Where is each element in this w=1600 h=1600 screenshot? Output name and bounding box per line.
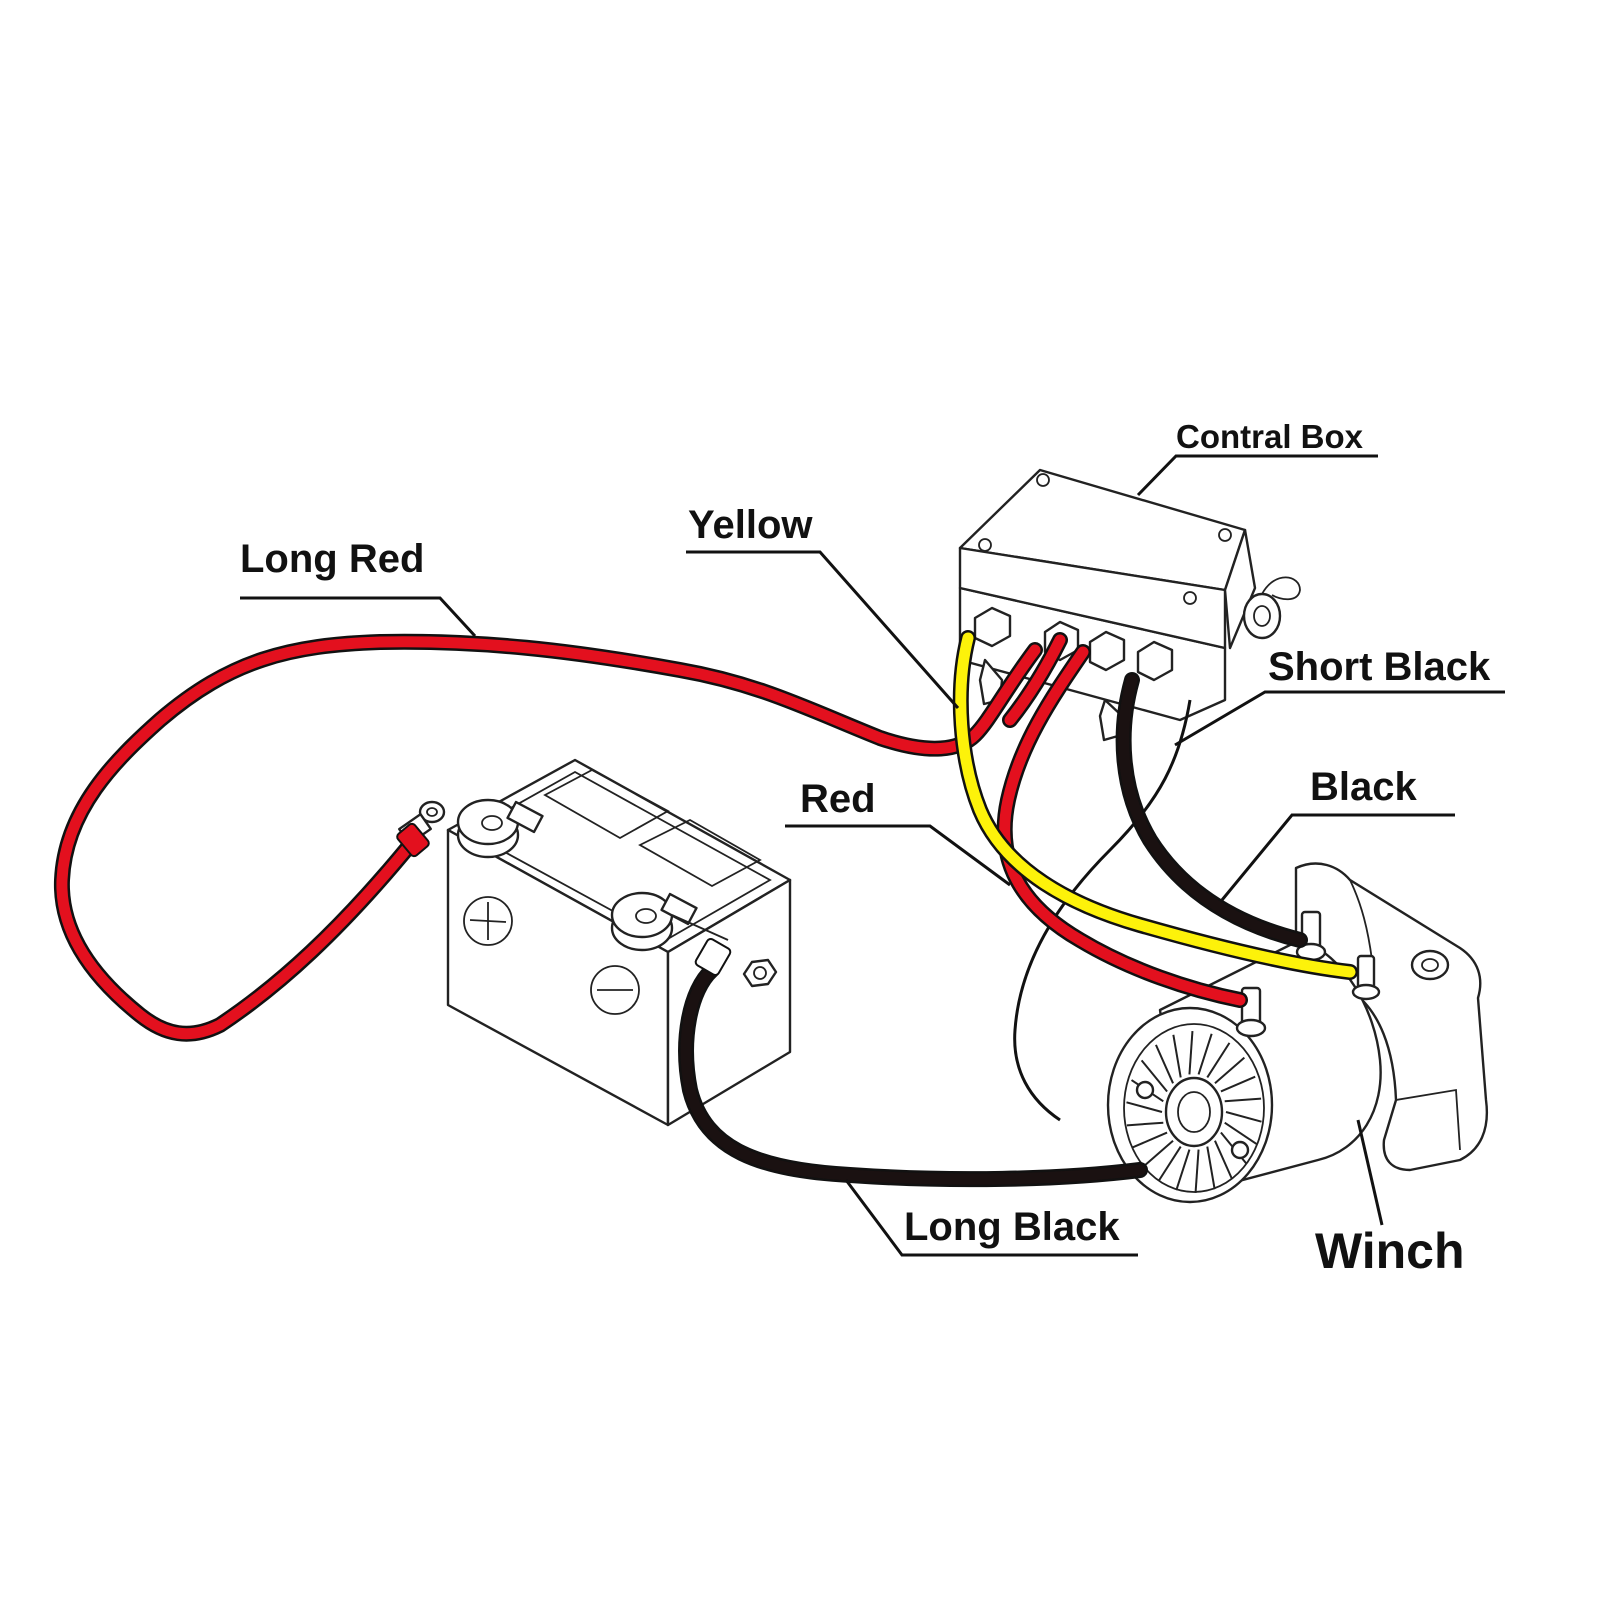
label-control-box: Contral Box	[1176, 418, 1364, 455]
cooling-fin	[1214, 1056, 1246, 1085]
motor-cooling-fins	[1126, 1030, 1262, 1194]
cables	[53, 630, 1358, 1188]
cooling-fin	[1225, 1111, 1262, 1123]
cooling-fin	[1197, 1033, 1213, 1075]
cooling-fin	[1132, 1131, 1168, 1149]
label-short-black: Short Black	[1268, 645, 1491, 689]
battery-minus-icon	[590, 965, 640, 1015]
control-box-side-connector	[1242, 576, 1301, 640]
label-red: Red	[800, 777, 876, 821]
label-long-black: Long Black	[904, 1205, 1120, 1249]
label-winch: Winch	[1315, 1223, 1465, 1279]
cooling-fin	[1224, 1121, 1258, 1145]
cooling-fin	[1220, 1075, 1256, 1093]
cooling-fin	[1157, 1146, 1182, 1182]
cooling-fin	[1126, 1121, 1164, 1127]
long-red-cable-terminal-sleeve	[396, 822, 430, 858]
winch-icon	[1106, 862, 1489, 1204]
cooling-fin	[1155, 1044, 1174, 1084]
battery-icon	[446, 758, 792, 1127]
control-box-icon	[958, 468, 1301, 742]
winch-terminal-posts	[1235, 910, 1381, 1038]
cooling-fin	[1172, 1034, 1182, 1078]
battery-side-bolt	[742, 958, 778, 988]
long-black-cable-lug	[694, 937, 732, 977]
cooling-fin	[1175, 1149, 1191, 1191]
label-long-red: Long Red	[240, 537, 424, 581]
cooling-fin	[1206, 1146, 1216, 1190]
cooling-fin	[1142, 1139, 1174, 1168]
control-box-cable-glands	[973, 606, 1174, 682]
cooling-fin	[1140, 1059, 1168, 1093]
cooling-fin	[1194, 1149, 1200, 1194]
cooling-fin	[1188, 1030, 1194, 1075]
battery-positive-terminal	[456, 798, 544, 859]
battery-plus-icon	[463, 896, 513, 946]
cooling-fin	[1214, 1140, 1233, 1180]
label-black: Black	[1310, 765, 1417, 809]
cooling-fin	[1224, 1097, 1262, 1103]
label-yellow: Yellow	[688, 503, 813, 547]
cooling-fin	[1206, 1042, 1231, 1078]
cooling-fin	[1126, 1101, 1163, 1113]
labels: Contral Box Yellow Long Red Short Black …	[240, 418, 1505, 1279]
